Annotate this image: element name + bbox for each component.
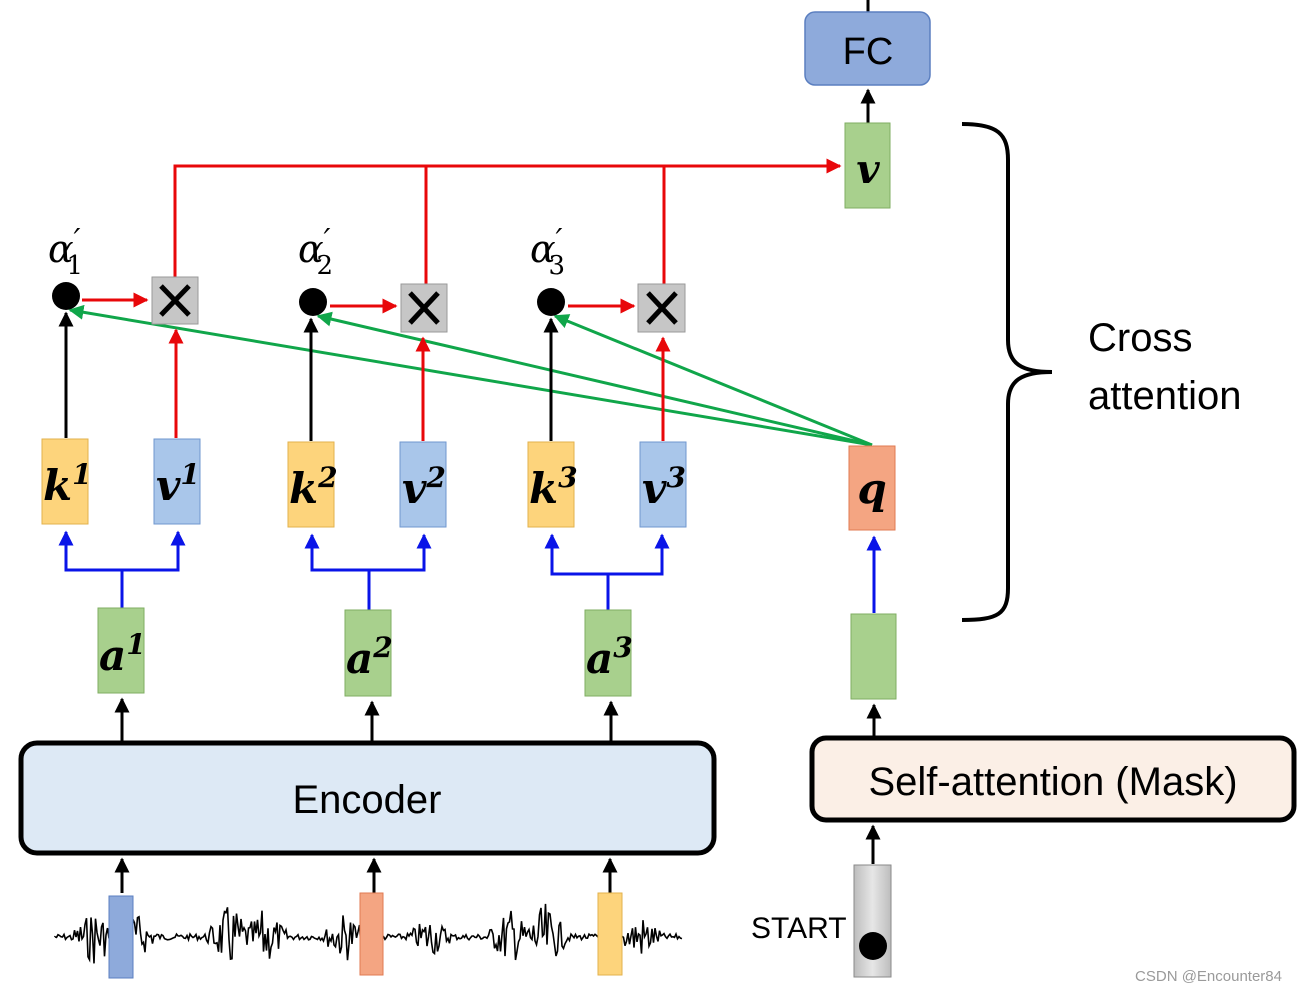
alpha-dot-1	[52, 282, 80, 310]
input-box-2	[344, 609, 392, 697]
weighted-sum-bus	[173, 158, 842, 277]
input-box-1	[97, 607, 145, 694]
value-box-3	[639, 441, 687, 528]
key-label-3: k3	[529, 461, 578, 513]
start-token-box	[853, 864, 892, 978]
self-attention-box	[809, 735, 1297, 823]
multiply-icon-2	[408, 291, 440, 325]
query-box	[848, 445, 896, 531]
value-label-1: v1	[156, 458, 200, 510]
watermark: CSDN @Encounter84	[1135, 968, 1282, 985]
key-box-3	[527, 441, 575, 528]
query-to-alpha-3	[553, 314, 873, 447]
audio-frame-3	[597, 892, 623, 976]
audio-frame-2	[359, 892, 384, 976]
encoder-label: Encoder	[293, 778, 442, 822]
value-label-2: v2	[402, 461, 446, 513]
key-box-2	[287, 441, 335, 528]
query-to-alpha-2	[316, 311, 873, 447]
input-label-3: a3	[586, 631, 633, 683]
alpha-dot-2	[299, 288, 327, 316]
embed-split-1	[58, 530, 186, 572]
key-box-1	[41, 438, 89, 525]
input-box-3	[584, 609, 632, 697]
cross-attention-label-line1: Cross	[1088, 316, 1192, 360]
start-token-dot	[859, 932, 887, 960]
alpha-dot-3	[537, 288, 565, 316]
cross-attention-label-line2: attention	[1088, 374, 1241, 418]
embed-split-2	[304, 533, 432, 572]
cross-attention-brace	[961, 122, 1053, 622]
query-to-alpha-1	[68, 304, 873, 447]
output-v-box	[844, 122, 891, 209]
multiply-icon-3	[646, 291, 678, 325]
key-label-2: k2	[289, 461, 338, 513]
query-label: q	[857, 464, 886, 513]
multiply-icon-1	[159, 284, 191, 317]
audio-frame-1	[108, 895, 134, 979]
embed-split-3	[544, 533, 670, 576]
encoder-box	[18, 740, 717, 856]
output-v-label: v	[856, 146, 880, 193]
input-label-2: a2	[346, 631, 393, 683]
fc-box	[804, 11, 931, 86]
attention-group-2: α′2 k2 v2 a2	[287, 223, 448, 742]
alpha-label-1: α′1	[48, 223, 83, 281]
start-label: START	[751, 912, 847, 945]
value-box-2	[399, 441, 447, 528]
fc-label: FC	[843, 31, 894, 73]
value-label-3: v3	[642, 461, 686, 513]
attention-group-1: α′1 k1 v1 a1	[41, 223, 201, 742]
alpha-label-2: α′2	[298, 223, 333, 281]
self-attention-label: Self-attention (Mask)	[868, 760, 1237, 804]
attention-group-3: α′3 k3 v3 a3	[527, 223, 687, 742]
alpha-label-3: α′3	[530, 223, 565, 281]
input-label-1: a1	[99, 628, 146, 680]
decoder-embed-box	[850, 613, 897, 700]
key-label-1: k1	[43, 458, 92, 510]
value-box-1	[153, 438, 201, 525]
